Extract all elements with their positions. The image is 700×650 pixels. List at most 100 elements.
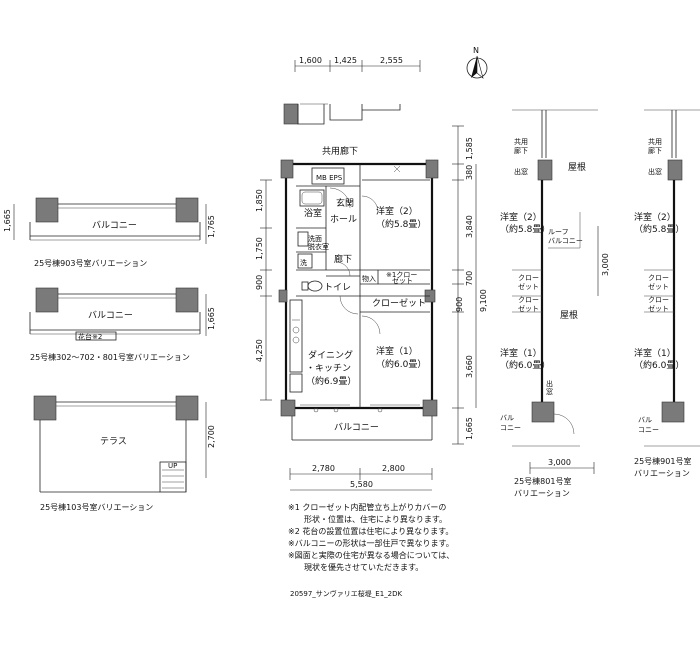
var901-closet2-b: ゼット <box>648 304 669 313</box>
var903-dim-right: 1,765 <box>207 215 216 238</box>
nyu-label: 物入 <box>362 274 376 283</box>
dk-label-b: ・キッチン <box>306 363 351 374</box>
var801-caption-a: 25号棟801号室 <box>514 476 571 486</box>
top-dim-1: 1,600 <box>299 56 322 65</box>
right-dim-3: 3,840 <box>465 215 474 238</box>
genkan-label: 玄関 <box>336 197 354 209</box>
variation-103: テラス UP 2,700 25号棟103号室バリエーション <box>33 395 216 512</box>
var801-corridor-b: 廊下 <box>514 146 528 155</box>
room2-label: 洋室（2） <box>376 205 418 217</box>
variation-801: 共用 廊下 出窓 屋根 洋室（2） （約5.8畳） ルーフ バルコニー 3,00… <box>500 109 610 498</box>
room2-size: （約5.8畳） <box>376 218 426 230</box>
var901-corridor-a: 共用 <box>648 137 662 146</box>
var801-closet-a: クロー <box>518 274 539 282</box>
var901-balc-a: バル <box>638 416 652 424</box>
right-dim-6: 3,660 <box>465 355 474 378</box>
variation-901: 共用 廊下 出窓 洋室（2） （約5.8畳） クロー ゼット クロー ゼット 洋… <box>634 109 700 478</box>
var801-balc-b: コニー <box>500 424 521 432</box>
right-dim-5: 900 <box>455 297 464 312</box>
var801-roofbalc-b: バルコニー <box>548 237 583 245</box>
var901-caption-a: 25号棟901号室 <box>634 456 691 466</box>
var801-room2-a: 洋室（2） <box>500 211 542 223</box>
var801-exit-label: 出窓 <box>514 167 528 176</box>
top-dim-2: 1,425 <box>334 56 357 65</box>
main-unit-plan: 共用廊下 MB EPS <box>255 125 488 491</box>
var901-exit-label: 出窓 <box>648 167 662 176</box>
right-dim-2: 380 <box>465 165 474 180</box>
var103-terrace-label: テラス <box>100 436 127 447</box>
balcony-label: バルコニー <box>334 422 379 433</box>
var801-roof-label: 屋根 <box>568 161 586 173</box>
right-dim-7: 1,665 <box>465 417 474 440</box>
rouka-label: 廊下 <box>334 253 352 265</box>
bottom-total-dim: 5,580 <box>350 480 373 489</box>
closet1-label-b: ゼット <box>392 276 413 285</box>
var901-closet-b: ゼット <box>648 282 669 291</box>
senmen-label-2: 脱衣室 <box>308 242 329 251</box>
washer-label: 洗 <box>300 258 307 267</box>
var801-exit2-b: 窓 <box>546 387 553 396</box>
right-total-dim: 9,100 <box>479 289 488 312</box>
var302-balcony-label: バルコニー <box>88 310 133 321</box>
var801-roof2-label: 屋根 <box>560 309 578 321</box>
bath-label: 浴室 <box>304 207 322 219</box>
hall-label: ホール <box>330 214 357 225</box>
var302-hana-label: 花台※2 <box>78 332 102 341</box>
var901-corridor-b: 廊下 <box>648 146 662 155</box>
var103-dim: 2,700 <box>207 425 216 448</box>
left-dim-4: 4,250 <box>255 339 264 362</box>
note-line-5: ※図面と実際の住宅が異なる場合については、 <box>288 550 454 560</box>
north-arrow-icon: N <box>466 46 488 79</box>
var801-corridor-a: 共用 <box>514 137 528 146</box>
var903-caption: 25号棟903号室バリエーション <box>34 258 147 268</box>
var901-closet2-a: クロー <box>648 296 669 304</box>
room1-label: 洋室（1） <box>376 345 418 357</box>
top-dim-3: 2,555 <box>380 56 403 65</box>
closet1-label-a: ※1クロー <box>386 271 417 279</box>
var903-balcony-label: バルコニー <box>92 220 137 231</box>
note-line-1: ※1 クローゼット内配管立ち上がりカバーの <box>288 502 446 512</box>
var801-room2-b: （約5.8畳） <box>500 223 550 235</box>
room1-size: （約6.0畳） <box>376 358 426 370</box>
var801-room1-a: 洋室（1） <box>500 347 542 359</box>
var801-balc-a: バル <box>500 414 514 422</box>
note-line-3: ※2 花台の設置位置は住宅により異なります。 <box>288 526 453 536</box>
corridor-label: 共用廊下 <box>322 145 358 157</box>
var801-closet-b: ゼット <box>518 282 539 291</box>
var801-exit2-a: 出 <box>546 379 553 388</box>
right-dim-1: 1,585 <box>465 137 474 160</box>
var801-caption-b: バリエーション <box>514 489 570 498</box>
eps-label: MB EPS <box>316 174 343 182</box>
variation-903: バルコニー 1,665 1,765 25号棟903号室バリエーション <box>3 197 216 268</box>
var801-dim-h: 3,000 <box>548 458 571 467</box>
dk-label-a: ダイニング <box>308 349 353 361</box>
left-dim-2: 1,750 <box>255 237 264 260</box>
var901-balc-b: コニー <box>638 426 659 434</box>
senmen-label-1: 洗面 <box>308 234 322 243</box>
var801-dim-v: 3,000 <box>601 253 610 276</box>
var901-closet-a: クロー <box>648 274 669 282</box>
top-dimension-line: 1,600 1,425 2,555 <box>294 56 421 72</box>
var801-closet2-b: ゼット <box>518 304 539 313</box>
var901-room2-a: 洋室（2） <box>634 211 676 223</box>
var801-roofbalc-a: ルーフ <box>548 228 569 236</box>
var302-caption: 25号棟302～702・801号室バリエーション <box>30 352 190 362</box>
note-line-4: ※バルコニーの形状は一部住戸で異なります。 <box>288 538 454 548</box>
right-dim-4: 700 <box>465 271 474 286</box>
var901-room2-b: （約5.8畳） <box>634 223 684 235</box>
plan-code: 20597_サンヴァリエ桜堤_E1_2DK <box>290 589 402 598</box>
var901-caption-b: バリエーション <box>634 469 690 478</box>
note-line-2: 形状・位置は、住宅により異なります。 <box>288 514 447 524</box>
dk-label-c: （約6.9畳） <box>306 375 356 387</box>
var302-dim-right: 1,665 <box>207 307 216 330</box>
note-line-6: 現状を優先させていただきます。 <box>288 562 423 572</box>
var903-dim-left: 1,665 <box>3 209 12 232</box>
toilet-label: トイレ <box>324 283 351 293</box>
north-label: N <box>473 46 479 55</box>
notes-block: ※1 クローゼット内配管立ち上がりカバーの 形状・位置は、住宅により異なります。… <box>288 502 454 572</box>
var901-room1-b: （約6.0畳） <box>634 359 684 371</box>
variation-302: 花台※2 バルコニー 1,665 25号棟302～702・801号室バリエーショ… <box>29 287 216 362</box>
left-dim-1: 1,850 <box>255 189 264 212</box>
entrance-recess <box>283 103 401 125</box>
